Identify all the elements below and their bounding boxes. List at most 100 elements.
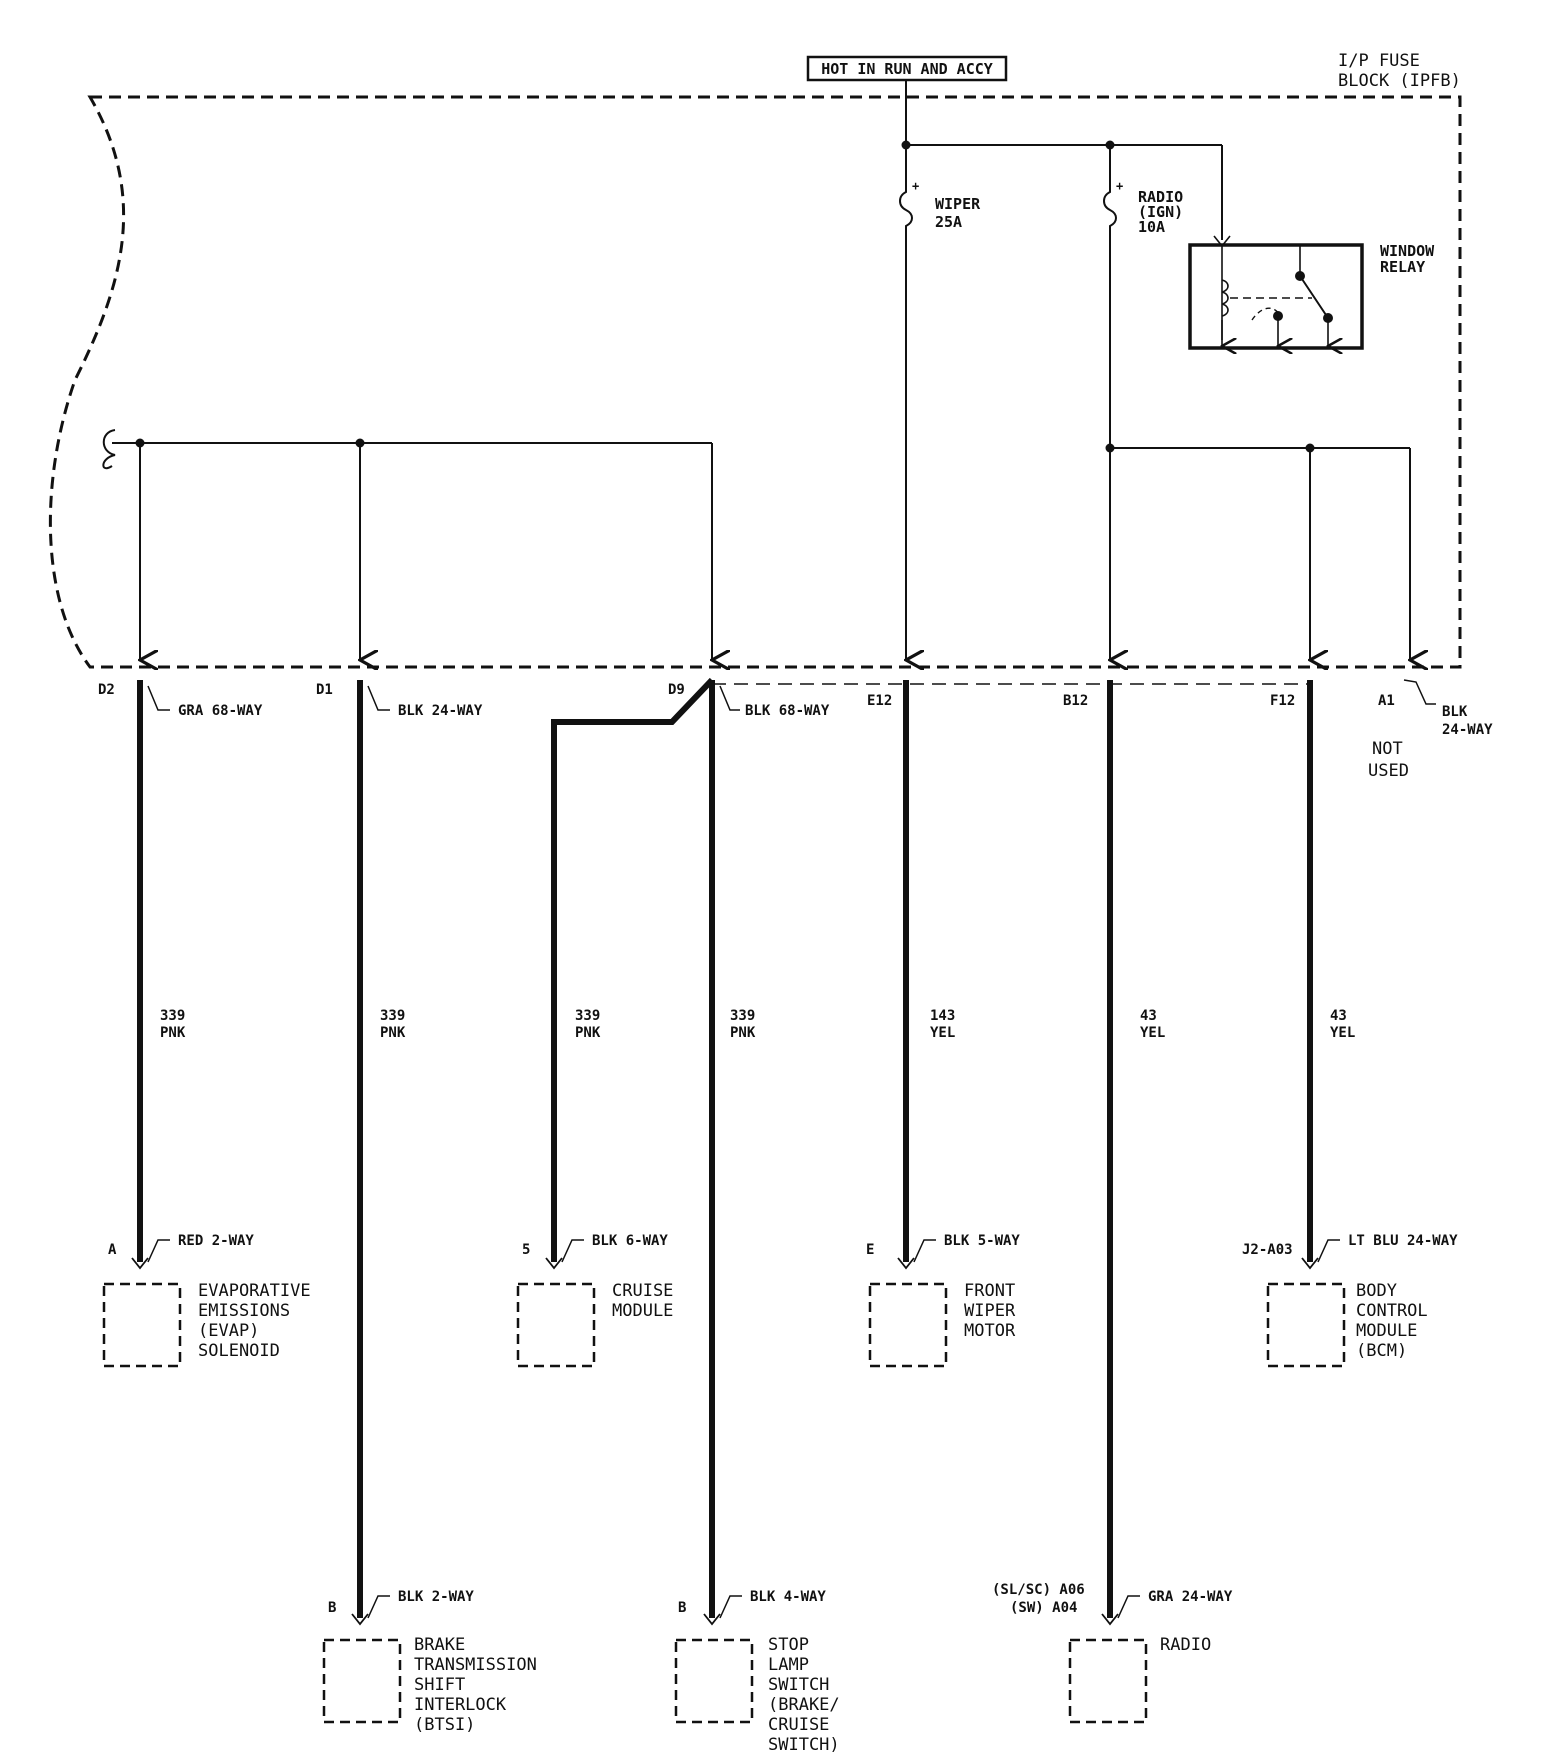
svg-text:FRONT: FRONT (964, 1281, 1015, 1301)
svg-text:J2-A03: J2-A03 (1242, 1242, 1293, 1258)
svg-text:25A: 25A (935, 213, 962, 231)
stop-lamp-switch: B BLK 4-WAY STOP LAMP SWITCH (BRAKE/ CRU… (674, 1589, 840, 1755)
svg-text:A1: A1 (1378, 693, 1395, 709)
svg-text:GRA 68-WAY: GRA 68-WAY (178, 703, 263, 719)
radio-fuse: + RADIO (IGN) 10A (1103, 178, 1183, 660)
svg-text:+: + (1116, 179, 1123, 193)
svg-text:24-WAY: 24-WAY (1442, 722, 1493, 738)
svg-text:F12: F12 (1270, 693, 1295, 709)
svg-text:NOT: NOT (1372, 739, 1403, 759)
splice-dot (901, 140, 911, 150)
svg-text:GRA 24-WAY: GRA 24-WAY (1148, 1589, 1233, 1605)
svg-text:RED 2-WAY: RED 2-WAY (178, 1233, 254, 1249)
svg-text:BLK 4-WAY: BLK 4-WAY (750, 1589, 826, 1605)
svg-text:STOP: STOP (768, 1635, 809, 1655)
svg-text:143: 143 (930, 1008, 955, 1024)
svg-text:43: 43 (1140, 1008, 1157, 1024)
body-control-module: J2-A03 LT BLU 24-WAY BODY CONTROL MODULE… (1242, 1233, 1458, 1368)
svg-text:B: B (678, 1600, 686, 1616)
svg-text:MODULE: MODULE (1356, 1321, 1417, 1341)
svg-text:E12: E12 (867, 693, 892, 709)
svg-text:YEL: YEL (1330, 1025, 1355, 1041)
svg-text:339: 339 (380, 1008, 405, 1024)
svg-text:LT BLU 24-WAY: LT BLU 24-WAY (1348, 1233, 1458, 1249)
relay-output-bus (1110, 447, 1410, 660)
svg-text:BODY: BODY (1356, 1281, 1397, 1301)
svg-text:EVAPORATIVE: EVAPORATIVE (198, 1281, 311, 1301)
svg-text:CRUISE: CRUISE (612, 1281, 673, 1301)
wires (137, 677, 1313, 1618)
svg-text:RELAY: RELAY (1380, 258, 1425, 276)
svg-text:43: 43 (1330, 1008, 1347, 1024)
splice-dot (1105, 443, 1115, 453)
svg-text:HOT IN RUN AND ACCY: HOT IN RUN AND ACCY (821, 60, 993, 78)
svg-text:(EVAP): (EVAP) (198, 1321, 259, 1341)
svg-text:WIPER: WIPER (935, 195, 981, 213)
svg-text:339: 339 (730, 1008, 755, 1024)
svg-text:INTERLOCK: INTERLOCK (414, 1695, 507, 1715)
svg-text:LAMP: LAMP (768, 1655, 809, 1675)
svg-text:YEL: YEL (930, 1025, 955, 1041)
svg-text:(IGN): (IGN) (1138, 203, 1183, 221)
svg-text:B12: B12 (1063, 693, 1088, 709)
svg-text:EMISSIONS: EMISSIONS (198, 1301, 290, 1321)
svg-text:RADIO: RADIO (1160, 1635, 1211, 1655)
svg-text:10A: 10A (1138, 218, 1165, 236)
left-bus (102, 429, 712, 660)
splice-dot (1105, 140, 1115, 150)
svg-text:BLK 68-WAY: BLK 68-WAY (745, 703, 830, 719)
svg-text:BLK: BLK (1442, 704, 1468, 720)
svg-text:(BTSI): (BTSI) (414, 1715, 475, 1735)
fuse-block-name-line1: I/P FUSE (1338, 51, 1420, 71)
svg-text:BLK 2-WAY: BLK 2-WAY (398, 1589, 474, 1605)
svg-text:MOTOR: MOTOR (964, 1321, 1016, 1341)
svg-text:A: A (108, 1242, 117, 1258)
svg-text:SWITCH: SWITCH (768, 1675, 829, 1695)
svg-text:BLK 24-WAY: BLK 24-WAY (398, 703, 483, 719)
power-bus (905, 80, 1223, 240)
svg-text:+: + (912, 179, 919, 193)
evap-solenoid: A RED 2-WAY EVAPORATIVE EMISSIONS (EVAP)… (102, 1233, 311, 1368)
radio: (SL/SC) A06 (SW) A04 GRA 24-WAY RADIO (992, 1582, 1233, 1724)
svg-text:TRANSMISSION: TRANSMISSION (414, 1655, 537, 1675)
wire-tail-marks (131, 1257, 1319, 1626)
window-relay: WINDOW RELAY (1188, 235, 1435, 348)
svg-text:PNK: PNK (575, 1025, 601, 1041)
svg-text:MODULE: MODULE (612, 1301, 673, 1321)
splice-dot (1305, 443, 1315, 453)
svg-text:D2: D2 (98, 682, 115, 698)
wiper-fuse: + WIPER 25A (899, 178, 981, 660)
svg-text:PNK: PNK (160, 1025, 186, 1041)
svg-text:WINDOW: WINDOW (1380, 242, 1435, 260)
fuse-block-boundary (48, 95, 1462, 669)
svg-text:RADIO: RADIO (1138, 188, 1183, 206)
svg-text:(SL/SC) A06: (SL/SC) A06 (992, 1582, 1085, 1598)
svg-text:CRUISE: CRUISE (768, 1715, 829, 1735)
svg-text:SWITCH): SWITCH) (768, 1735, 840, 1755)
svg-text:BRAKE: BRAKE (414, 1635, 465, 1655)
svg-text:SHIFT: SHIFT (414, 1675, 465, 1695)
svg-text:(SW) A04: (SW) A04 (1010, 1600, 1077, 1616)
svg-text:339: 339 (575, 1008, 600, 1024)
svg-text:CONTROL: CONTROL (1356, 1301, 1428, 1321)
svg-text:BLK 6-WAY: BLK 6-WAY (592, 1233, 668, 1249)
svg-text:USED: USED (1368, 761, 1409, 781)
splice-dot (135, 438, 145, 448)
svg-text:WIPER: WIPER (964, 1301, 1016, 1321)
power-source-label: HOT IN RUN AND ACCY (806, 55, 1008, 82)
svg-text:5: 5 (522, 1242, 530, 1258)
fuse-block-pins: D2 D1 D9 E12 B12 F12 A1 GRA 68-WAY BLK 2… (98, 679, 1493, 781)
svg-text:BLK 5-WAY: BLK 5-WAY (944, 1233, 1020, 1249)
splice-dot (355, 438, 365, 448)
cruise-module: 5 BLK 6-WAY CRUISE MODULE (516, 1233, 673, 1368)
svg-text:(BRAKE/: (BRAKE/ (768, 1695, 840, 1715)
svg-text:339: 339 (160, 1008, 185, 1024)
wire-labels: 339 PNK 339 PNK 339 PNK 339 PNK 143 YEL … (160, 1008, 1355, 1041)
svg-text:D1: D1 (316, 682, 333, 698)
svg-text:B: B (328, 1600, 336, 1616)
svg-text:D9: D9 (668, 682, 685, 698)
brake-transmission-shift-interlock: B BLK 2-WAY BRAKE TRANSMISSION SHIFT INT… (322, 1589, 537, 1735)
front-wiper-motor: E BLK 5-WAY FRONT WIPER MOTOR (866, 1233, 1020, 1368)
